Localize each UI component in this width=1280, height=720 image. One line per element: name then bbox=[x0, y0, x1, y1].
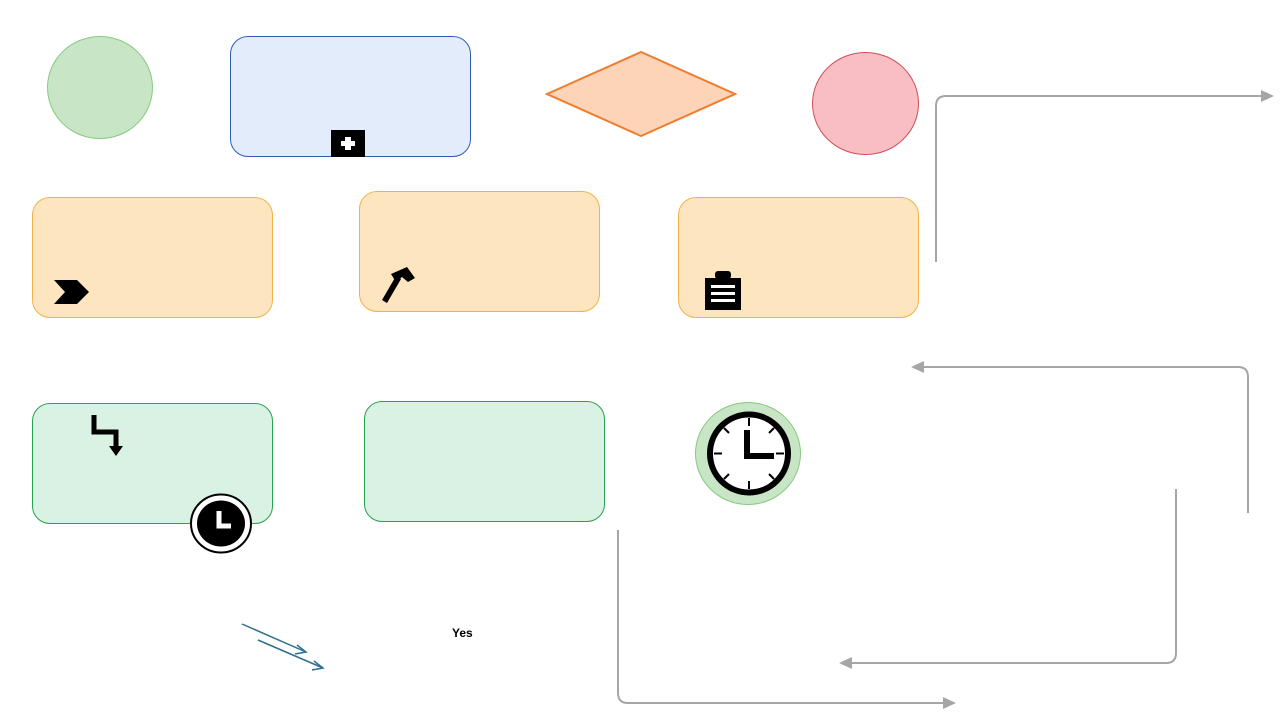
connector-arrowhead bbox=[839, 657, 852, 669]
yes-label: Yes bbox=[452, 626, 473, 640]
activity-2[interactable] bbox=[364, 401, 605, 522]
hammer-icon bbox=[382, 267, 415, 303]
timer-event[interactable] bbox=[695, 402, 801, 505]
connector-arrowhead bbox=[911, 361, 924, 373]
send-task-icon bbox=[54, 280, 89, 304]
end-event[interactable] bbox=[812, 52, 919, 155]
task-2[interactable] bbox=[359, 191, 600, 312]
task-3[interactable] bbox=[678, 197, 919, 318]
briefcase-icon bbox=[705, 271, 741, 310]
clock-icon bbox=[707, 411, 791, 496]
plus-square-icon bbox=[331, 130, 365, 157]
conditional-arrow-icon bbox=[91, 415, 123, 456]
connector-arrowhead bbox=[1261, 90, 1274, 102]
clock-icon bbox=[190, 493, 252, 554]
connector-arrowhead bbox=[943, 697, 956, 709]
subprocess[interactable] bbox=[230, 36, 471, 157]
start-event[interactable] bbox=[47, 36, 153, 139]
gateway[interactable] bbox=[544, 50, 738, 138]
task-1[interactable] bbox=[32, 197, 273, 318]
boundary-timer-event[interactable] bbox=[189, 493, 253, 554]
